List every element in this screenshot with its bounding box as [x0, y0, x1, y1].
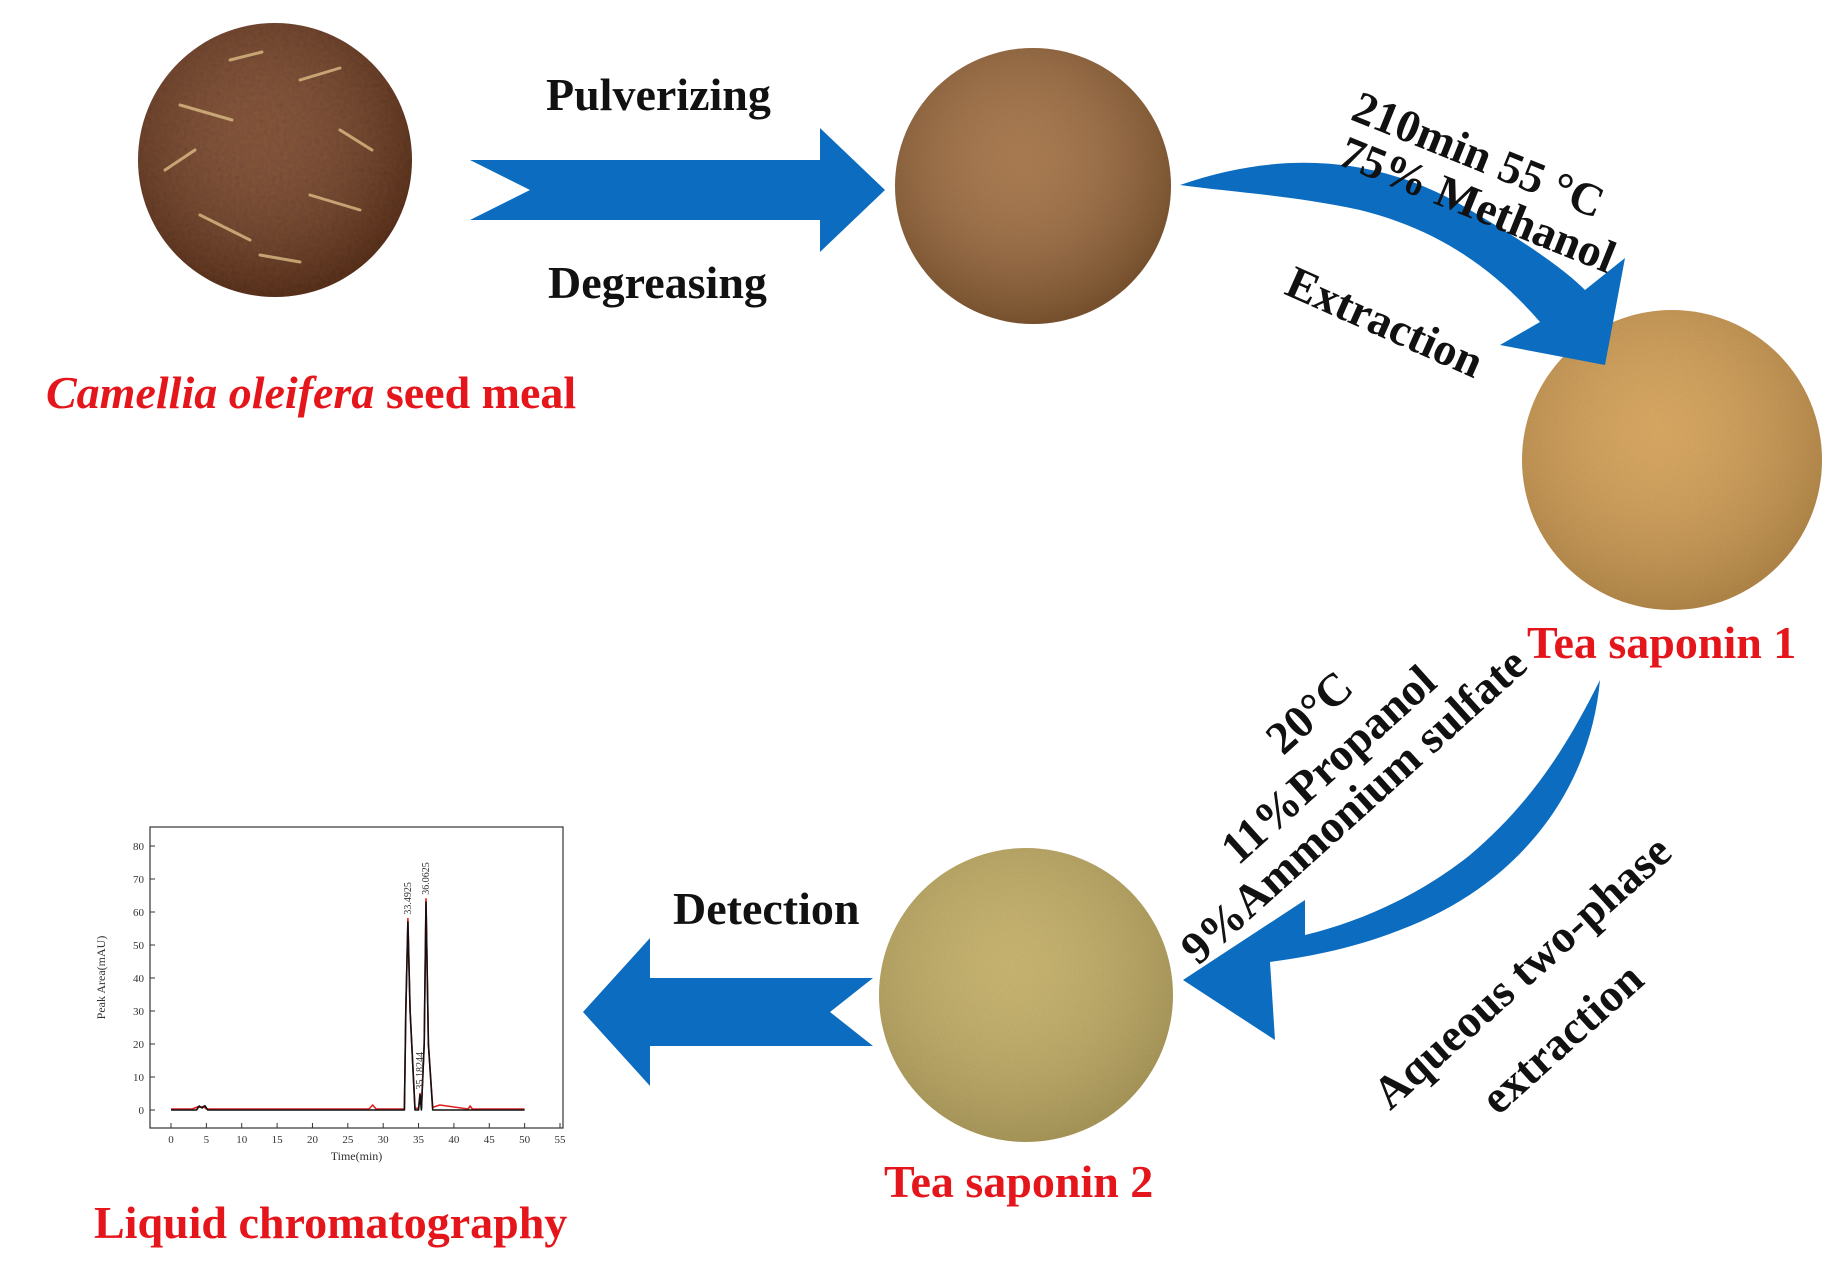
- detection-label: Detection: [673, 883, 860, 934]
- y-tick-label: 50: [133, 940, 145, 952]
- y-tick-label: 10: [133, 1072, 145, 1084]
- x-tick-label: 55: [555, 1134, 567, 1146]
- tea-saponin-2-label: Tea saponin 2: [884, 1156, 1154, 1207]
- tea-saponin-2-photo: [879, 848, 1173, 1142]
- chromatogram-trace-black: [171, 901, 525, 1111]
- defatted-powder-photo: [895, 48, 1171, 324]
- chromatogram-frame: [149, 826, 564, 1129]
- pulverizing-label: Pulverizing: [546, 69, 771, 120]
- tea-saponin-1-photo: [1522, 310, 1822, 610]
- peak-label: 35.18244: [415, 1052, 426, 1090]
- x-tick-label: 25: [342, 1134, 354, 1146]
- degreasing-label: Degreasing: [548, 257, 767, 308]
- x-tick-label: 0: [168, 1134, 174, 1146]
- seed-meal-suffix: seed meal: [374, 367, 577, 418]
- x-tick-label: 35: [413, 1134, 425, 1146]
- y-tick-label: 80: [133, 841, 145, 853]
- x-tick-label: 30: [378, 1134, 390, 1146]
- x-tick-label: 5: [204, 1134, 210, 1146]
- y-tick-label: 40: [133, 973, 145, 985]
- x-tick-label: 10: [236, 1134, 248, 1146]
- chromatogram: 0 10 20 30 40 50 60 70 80 0 5 10 15 20 25 30 35 40 45 50 55T…: [94, 826, 567, 1163]
- arrow-pulverizing: [470, 128, 885, 252]
- seed-meal-label: Camellia oleifera seed meal: [46, 366, 576, 419]
- y-tick-label: 60: [133, 907, 145, 919]
- x-tick-label: 15: [272, 1134, 284, 1146]
- x-tick-label: 20: [307, 1134, 319, 1146]
- liquid-chromatography-label: Liquid chromatography: [94, 1197, 568, 1248]
- arrow-extraction: [1180, 162, 1625, 365]
- y-tick-label: 70: [133, 874, 145, 886]
- y-axis-label: Peak Area(mAU): [94, 936, 108, 1020]
- x-axis-label: Time(min): [331, 1149, 383, 1163]
- y-tick-label: 30: [133, 1006, 145, 1018]
- seed-meal-photo: [138, 23, 412, 297]
- peak-label: 33.4925: [403, 882, 414, 915]
- y-tick-label: 0: [139, 1105, 145, 1117]
- y-tick-label: 20: [133, 1039, 145, 1051]
- x-tick-label: 40: [448, 1134, 460, 1146]
- peak-label: 36.0625: [421, 862, 432, 895]
- species-name: Camellia oleifera: [46, 367, 375, 418]
- tea-saponin-1-label: Tea saponin 1: [1527, 617, 1797, 668]
- arrow-detection: [583, 938, 873, 1086]
- x-tick-label: 50: [519, 1134, 531, 1146]
- arrow-atpe: [1183, 680, 1600, 1040]
- x-tick-label: 45: [484, 1134, 496, 1146]
